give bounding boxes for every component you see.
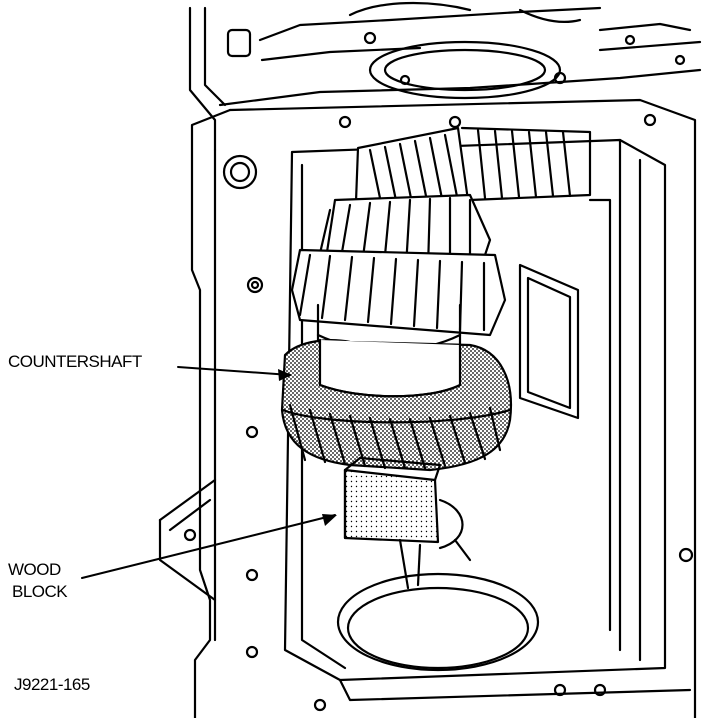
countershaft-label: COUNTERSHAFT (8, 352, 142, 371)
case-inner-cavity (283, 138, 692, 702)
side-window (518, 263, 580, 420)
wood-block-label-line2: BLOCK (12, 582, 68, 601)
countershaft-gear-cluster (290, 193, 507, 387)
wood-block (343, 456, 442, 590)
countershaft-large-gear (280, 338, 512, 472)
wood-block-arrowhead (322, 514, 337, 526)
lower-bore (336, 498, 540, 672)
figure-code: J9221-165 (14, 675, 90, 694)
wood-block-label-line1: WOOD (8, 560, 61, 579)
countershaft-arrowhead (278, 369, 292, 381)
case-outer-flange (158, 98, 697, 720)
top-housing (188, 1, 702, 152)
leader-lines (81, 366, 336, 579)
